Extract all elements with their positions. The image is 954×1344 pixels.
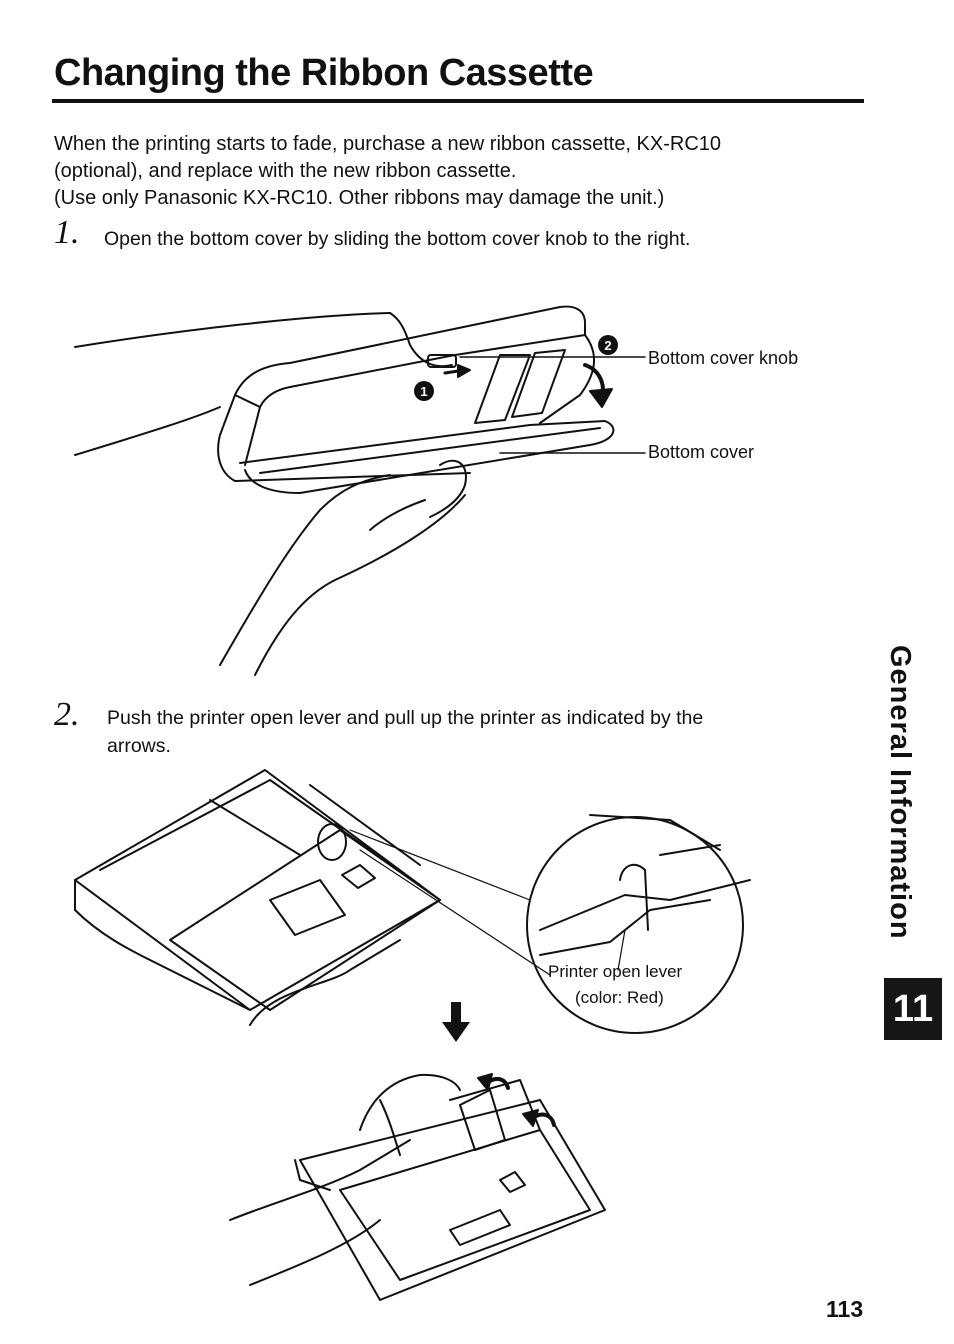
- step-2-text-line: arrows.: [107, 735, 171, 757]
- marker-2: 2: [604, 338, 611, 353]
- figure-pull-up-printer: [229, 1073, 606, 1301]
- page-title: Changing the Ribbon Cassette: [54, 52, 594, 94]
- figure-open-bottom-cover: 1 2: [74, 305, 646, 676]
- figure-printer-lever: [74, 769, 751, 1034]
- page-number: 113: [826, 1296, 864, 1322]
- label-lever-color: (color: Red): [575, 988, 664, 1007]
- side-tab-label: General Information: [884, 645, 916, 940]
- intro-line: (Use only Panasonic KX-RC10. Other ribbo…: [54, 187, 665, 209]
- title-underline: [52, 99, 864, 103]
- chapter-number-badge: 11: [884, 978, 942, 1040]
- intro-paragraph: When the printing starts to fade, purcha…: [54, 131, 834, 212]
- step-2-text-line: Push the printer open lever and pull up …: [107, 707, 704, 729]
- intro-line: When the printing starts to fade, purcha…: [54, 133, 722, 155]
- down-arrow-icon: [442, 1002, 470, 1042]
- intro-line: (optional), and replace with the new rib…: [54, 160, 517, 182]
- step-1-number: 1.: [54, 214, 80, 251]
- step-2-number: 2.: [54, 696, 80, 733]
- marker-1: 1: [420, 384, 427, 399]
- step-1-text: Open the bottom cover by sliding the bot…: [104, 228, 691, 250]
- label-bottom-cover-knob: Bottom cover knob: [648, 348, 799, 368]
- label-printer-open-lever: Printer open lever: [548, 962, 683, 981]
- label-bottom-cover: Bottom cover: [648, 442, 755, 462]
- side-tab-section: General Information: [871, 645, 931, 955]
